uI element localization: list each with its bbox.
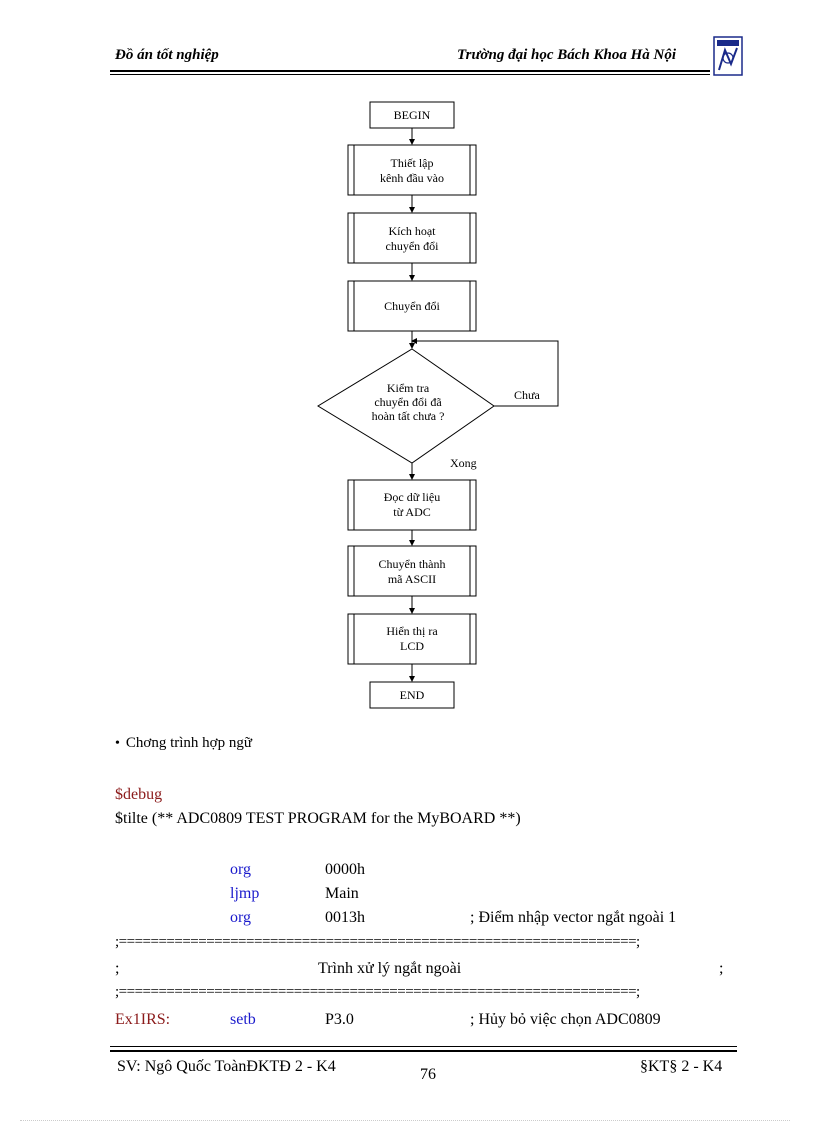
university-logo bbox=[713, 36, 743, 76]
step2-line1: Kích hoạt bbox=[389, 224, 437, 238]
code-line4-argument: P3.0 bbox=[325, 1011, 354, 1028]
end-label: END bbox=[400, 688, 425, 702]
header-right-title: Trường đại học Bách Khoa Hà Nội bbox=[457, 47, 677, 63]
step2-line2: chuyển đổi bbox=[386, 239, 440, 253]
step-convert-ascii: Chuyển thành mã ASCII bbox=[347, 545, 477, 597]
footer-right-text: §KT§ 2 - K4 bbox=[640, 1058, 723, 1075]
step-conversion: Chuyển đổi bbox=[347, 280, 477, 332]
step3-label: Chuyển đổi bbox=[384, 299, 440, 313]
footer-rule-bottom bbox=[110, 1050, 737, 1052]
code-line4-label: Ex1IRS: bbox=[115, 1011, 171, 1028]
header-rule-bottom bbox=[110, 74, 710, 75]
step6-line2: LCD bbox=[400, 639, 424, 653]
step-read-adc: Đọc dữ liệu từ ADC bbox=[347, 479, 477, 531]
bullet-icon: • bbox=[115, 736, 120, 751]
step6-line1: Hiển thị ra bbox=[386, 624, 438, 638]
code-separator-top: ;=======================================… bbox=[115, 934, 640, 950]
step1-line2: kênh đầu vào bbox=[380, 171, 444, 185]
code-banner-text: Trình xử lý ngắt ngoài bbox=[318, 960, 462, 977]
code-line4-keyword: setb bbox=[230, 1011, 256, 1028]
begin-label: BEGIN bbox=[394, 108, 431, 122]
decision-line2: chuyển đổi đã bbox=[374, 395, 442, 409]
step-setup-channel: Thiết lập kênh đầu vào bbox=[347, 144, 477, 196]
decision-line3: hoàn tất chưa ? bbox=[372, 409, 445, 423]
step5-line1: Chuyển thành bbox=[379, 557, 446, 571]
section-bullet: • Chơng trình hợp ngữ bbox=[115, 735, 252, 752]
footer-left-text: SV: Ngô Quốc ToànĐKTĐ 2 - K4 bbox=[117, 1058, 336, 1075]
decision-no-label: Chưa bbox=[514, 388, 541, 402]
step-display-lcd: Hiển thị ra LCD bbox=[347, 613, 477, 665]
code-line2-argument: Main bbox=[325, 885, 359, 902]
code-line3-comment: ; Điểm nhập vector ngắt ngoài 1 bbox=[470, 909, 677, 926]
code-banner-right: ; bbox=[719, 960, 724, 977]
code-debug-directive: $debug bbox=[115, 786, 163, 803]
header-left-title: Đồ án tốt nghiệp bbox=[115, 47, 219, 63]
step1-line1: Thiết lập bbox=[391, 156, 434, 170]
code-line3-keyword: org bbox=[230, 909, 252, 926]
step4-line1: Đọc dữ liệu bbox=[384, 490, 441, 504]
footer-rule-top bbox=[110, 1046, 737, 1047]
step4-line2: từ ADC bbox=[393, 505, 431, 519]
flowchart: BEGIN Thiết lập kênh đầu vào Kích hoạt c… bbox=[317, 101, 559, 709]
end-terminal: END bbox=[369, 681, 455, 709]
header-rule-top bbox=[110, 70, 710, 72]
code-title-directive: $tilte (** ADC0809 TEST PROGRAM for the … bbox=[115, 810, 521, 827]
page-bottom-dotted-border bbox=[20, 1120, 790, 1121]
code-line3-argument: 0013h bbox=[325, 909, 365, 926]
code-separator-bottom: ;=======================================… bbox=[115, 984, 640, 1000]
begin-terminal: BEGIN bbox=[369, 101, 455, 129]
step-activate-conversion: Kích hoạt chuyển đổi bbox=[347, 212, 477, 264]
decision-conversion-done: Kiểm tra chuyển đổi đã hoàn tất chưa ? bbox=[317, 348, 495, 464]
code-line4-comment: ; Hủy bỏ việc chọn ADC0809 bbox=[470, 1011, 661, 1028]
decision-line1: Kiểm tra bbox=[387, 381, 430, 395]
step5-line2: mã ASCII bbox=[388, 572, 436, 586]
page-number: 76 bbox=[420, 1066, 436, 1083]
bullet-text: Chơng trình hợp ngữ bbox=[125, 735, 252, 751]
decision-yes-label: Xong bbox=[450, 456, 477, 470]
code-line1-argument: 0000h bbox=[325, 861, 365, 878]
code-banner-left: ; bbox=[115, 960, 120, 977]
code-line2-keyword: ljmp bbox=[230, 885, 260, 902]
code-line1-keyword: org bbox=[230, 861, 252, 878]
